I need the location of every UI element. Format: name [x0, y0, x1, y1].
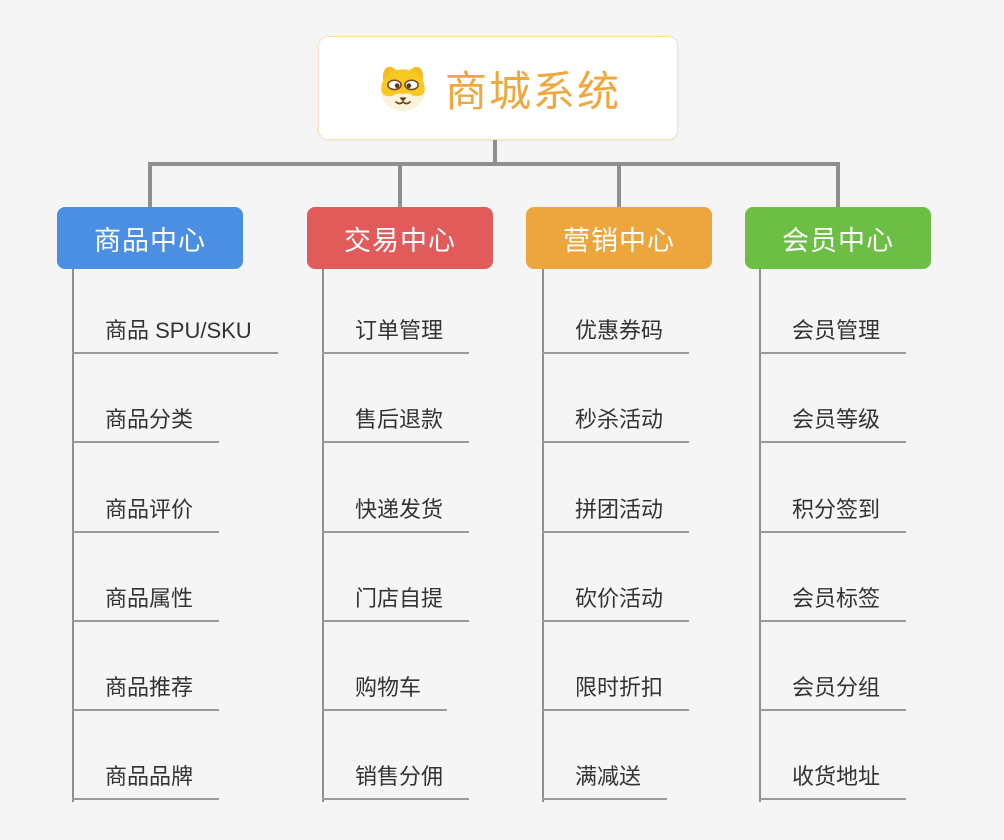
branch-node-trade-center[interactable]: 交易中心 — [307, 207, 493, 269]
sub-topic-product-spu-sku[interactable]: 商品 SPU/SKU — [72, 308, 278, 354]
sub-topic-product-review[interactable]: 商品评价 — [72, 487, 220, 533]
dog-face-icon — [375, 62, 431, 114]
sub-topic-order-management[interactable]: 订单管理 — [322, 308, 470, 354]
sub-topic-shopping-cart[interactable]: 购物车 — [322, 665, 448, 711]
connector-drop-product — [148, 164, 152, 208]
sub-topic-member-management[interactable]: 会员管理 — [759, 308, 907, 354]
sub-topic-member-level[interactable]: 会员等级 — [759, 397, 907, 443]
sub-topic-product-brand[interactable]: 商品品牌 — [72, 754, 220, 800]
sub-topic-member-tags[interactable]: 会员标签 — [759, 576, 907, 622]
sub-topic-product-category[interactable]: 商品分类 — [72, 397, 220, 443]
branch-spine-product — [72, 269, 74, 802]
sub-topic-express-shipping[interactable]: 快递发货 — [322, 487, 470, 533]
branch-node-member-center[interactable]: 会员中心 — [745, 207, 931, 269]
branch-node-product-center[interactable]: 商品中心 — [57, 207, 243, 269]
sub-topic-aftersale-refund[interactable]: 售后退款 — [322, 397, 470, 443]
sub-topic-member-groups[interactable]: 会员分组 — [759, 665, 907, 711]
branch-node-marketing-center[interactable]: 营销中心 — [526, 207, 712, 269]
connector-horizontal-bar — [148, 162, 840, 166]
connector-root-stub — [493, 140, 497, 163]
sub-topic-limited-time-discount[interactable]: 限时折扣 — [542, 665, 690, 711]
sub-topic-product-attribute[interactable]: 商品属性 — [72, 576, 220, 622]
sub-topic-store-pickup[interactable]: 门店自提 — [322, 576, 470, 622]
connector-drop-trade — [398, 164, 402, 208]
root-title: 商城系统 — [444, 67, 621, 115]
sub-topic-points-checkin[interactable]: 积分签到 — [759, 487, 907, 533]
sub-topic-shipping-address[interactable]: 收货地址 — [759, 754, 907, 800]
root-node[interactable]: 商城系统 — [318, 36, 678, 140]
branch-spine-trade — [322, 269, 324, 802]
sub-topic-product-recommend[interactable]: 商品推荐 — [72, 665, 220, 711]
sub-topic-bargain-activity[interactable]: 砍价活动 — [542, 576, 690, 622]
branch-spine-marketing — [542, 269, 544, 802]
sub-topic-group-buy[interactable]: 拼团活动 — [542, 487, 690, 533]
sub-topic-coupon-code[interactable]: 优惠券码 — [542, 308, 690, 354]
sub-topic-spend-and-save[interactable]: 满减送 — [542, 754, 668, 800]
connector-drop-member — [836, 164, 840, 208]
sub-topic-flash-sale[interactable]: 秒杀活动 — [542, 397, 690, 443]
branch-spine-member — [759, 269, 761, 802]
connector-drop-marketing — [617, 164, 621, 208]
sub-topic-sales-commission[interactable]: 销售分佣 — [322, 754, 470, 800]
